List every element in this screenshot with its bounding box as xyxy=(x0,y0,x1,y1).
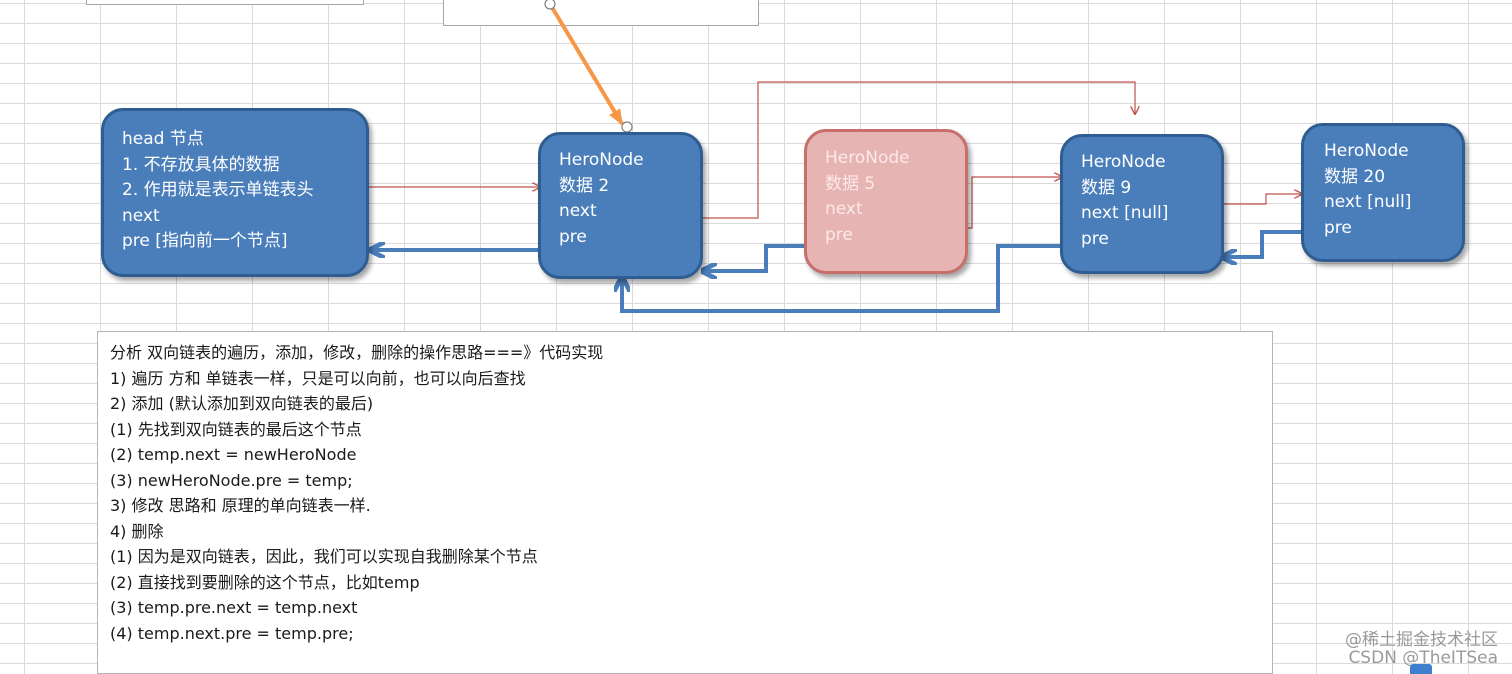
head-node-next: next xyxy=(122,205,160,226)
analysis-line: (3) newHeroNode.pre = temp; xyxy=(110,470,353,490)
arrow-node5-pre-to-node2 xyxy=(704,244,828,271)
hero-node-20-data: 数据 20 xyxy=(1324,166,1386,187)
analysis-line: 3) 修改 思路和 原理的单向链表一样. xyxy=(110,496,371,515)
hero-node-20-pre: pre xyxy=(1324,217,1352,238)
hero-node-9-pre: pre xyxy=(1081,228,1109,249)
taskbar-app-icon xyxy=(1410,664,1432,674)
callout-arrow xyxy=(548,2,624,126)
callout-handle-top xyxy=(544,0,556,10)
analysis-line: 4) 删除 xyxy=(110,521,164,541)
arrow-node20-pre-to-node9 xyxy=(1224,230,1302,257)
hero-node-5-name: HeroNode xyxy=(825,148,910,168)
top-callout-textbox xyxy=(443,0,759,26)
arrow-node9-pre-to-node2 xyxy=(622,244,1061,313)
analysis-line: 2) 添加 (默认添加到双向链表的最后) xyxy=(110,394,374,413)
hero-node-2-data: 数据 2 xyxy=(559,175,610,196)
head-node-line1: 1. 不存放具体的数据 xyxy=(122,154,280,175)
hero-node-9-data: 数据 9 xyxy=(1081,177,1132,198)
watermark-line1: @稀土掘金技术社区 xyxy=(1345,630,1498,650)
hero-node-5-deleted: HeroNode 数据 5 next pre xyxy=(804,129,968,274)
hero-node-20-name: HeroNode xyxy=(1324,141,1409,161)
head-node-pre: pre [指向前一个节点] xyxy=(122,231,288,251)
analysis-line: 1) 遍历 方和 单链表一样，只是可以向前，也可以向后查找 xyxy=(110,368,526,388)
head-node-line2: 2. 作用就是表示单链表头 xyxy=(122,180,314,200)
hero-node-2-next: next xyxy=(559,201,597,221)
watermark-line2: CSDN @TheITSea xyxy=(1348,648,1498,668)
analysis-line: (3) temp.pre.next = temp.next xyxy=(110,598,358,617)
analysis-line: (1) 先找到双向链表的最后这个节点 xyxy=(110,419,362,439)
hero-node-9-next: next [null] xyxy=(1081,203,1169,223)
watermark: @稀土掘金技术社区 CSDN @TheITSea xyxy=(1345,631,1498,667)
analysis-line: (1) 因为是双向链表，因此，我们可以实现自我删除某个节点 xyxy=(110,547,538,566)
hero-node-5-data: 数据 5 xyxy=(825,173,876,194)
analysis-textbox: 分析 双向链表的遍历，添加，修改，删除的操作思路===》代码实现 1) 遍历 方… xyxy=(97,331,1273,674)
analysis-line: 分析 双向链表的遍历，添加，修改，删除的操作思路===》代码实现 xyxy=(110,343,604,362)
arrow-node2-next-to-node9 xyxy=(672,81,1135,219)
hero-node-2-name: HeroNode xyxy=(559,150,644,170)
arrow-node9-next-to-node20 xyxy=(1224,194,1302,205)
analysis-line: (2) temp.next = newHeroNode xyxy=(110,445,357,464)
hero-node-5-pre: pre xyxy=(825,224,853,245)
analysis-line: (2) 直接找到要删除的这个节点，比如temp xyxy=(110,572,420,592)
callout-handle-bottom xyxy=(621,121,633,133)
head-node: head 节点 1. 不存放具体的数据 2. 作用就是表示单链表头 next p… xyxy=(101,108,369,277)
head-node-title: head 节点 xyxy=(122,129,204,149)
analysis-line: (4) temp.next.pre = temp.pre; xyxy=(110,623,354,643)
hero-node-9: HeroNode 数据 9 next [null] pre xyxy=(1060,134,1224,274)
hero-node-20: HeroNode 数据 20 next [null] pre xyxy=(1301,123,1465,262)
hero-node-9-name: HeroNode xyxy=(1081,152,1166,172)
top-left-textbox xyxy=(86,0,364,5)
hero-node-2: HeroNode 数据 2 next pre xyxy=(538,132,703,279)
hero-node-2-pre: pre xyxy=(559,226,587,247)
hero-node-5-next: next xyxy=(825,199,863,219)
hero-node-20-next: next [null] xyxy=(1324,192,1412,212)
